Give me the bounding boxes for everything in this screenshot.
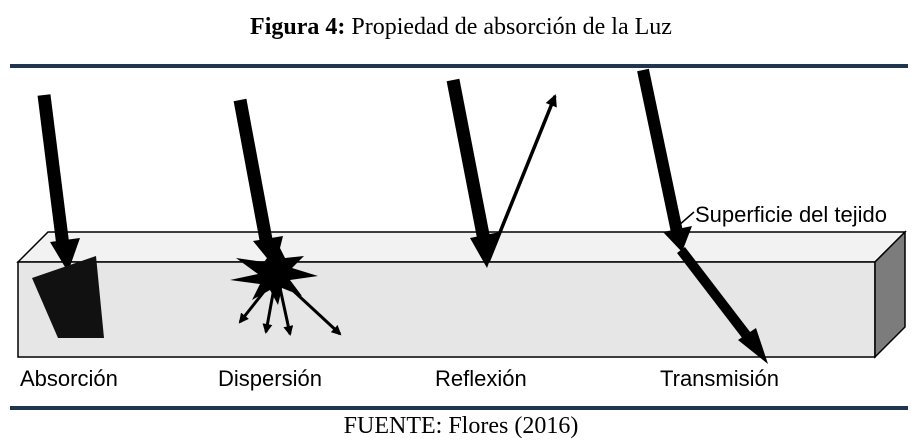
figure-title: Propiedad de absorción de la Luz (351, 14, 672, 40)
absorption-absorbed-region (32, 256, 104, 338)
transmission-incident-arrow-head (663, 226, 692, 252)
reflection-label: Reflexión (435, 366, 527, 391)
scattered-ray-center-left (262, 287, 276, 334)
tissue-slab-top (16, 231, 907, 263)
reflection-reflected-arrow (486, 94, 557, 263)
transmission-incident-arrow-shaft (637, 68, 683, 234)
scattering-starburst (230, 244, 318, 305)
absorption-illustration (32, 94, 104, 338)
bottom-rule (10, 406, 908, 410)
absorption-label: Absorción (20, 366, 118, 391)
transmission-refracted-arrow-head (738, 328, 768, 364)
figure-number: Figura 4: (250, 14, 346, 40)
reflection-illustration (446, 78, 557, 268)
top-rule (10, 64, 908, 68)
transmission-label: Transmisión (660, 366, 779, 391)
surface-label: Superficie del tejido (695, 202, 887, 227)
figure-source: FUENTE: Flores (2016) (343, 413, 579, 439)
reflection-incident-arrow-shaft (446, 78, 491, 242)
transmission-illustration (637, 68, 768, 364)
tissue-slab (16, 230, 907, 359)
absorption-incident-arrow-shaft (37, 94, 70, 247)
scattering-illustration (230, 98, 342, 336)
tissue-slab-side (874, 230, 906, 359)
scattering-incident-arrow-shaft (233, 98, 274, 247)
absorption-incident-arrow-head (50, 238, 80, 272)
scattered-ray-right (284, 282, 342, 336)
surface-label-pointer (677, 211, 695, 227)
reflection-incident-arrow-head (470, 232, 500, 268)
figure-caption: Figura 4: Propiedad de absorción de la L… (0, 14, 922, 41)
transmission-refracted-arrow-shaft (677, 246, 754, 344)
scattered-ray-left (238, 283, 272, 324)
scattering-label: Dispersión (218, 366, 322, 391)
scattered-ray-center-right (278, 287, 294, 336)
